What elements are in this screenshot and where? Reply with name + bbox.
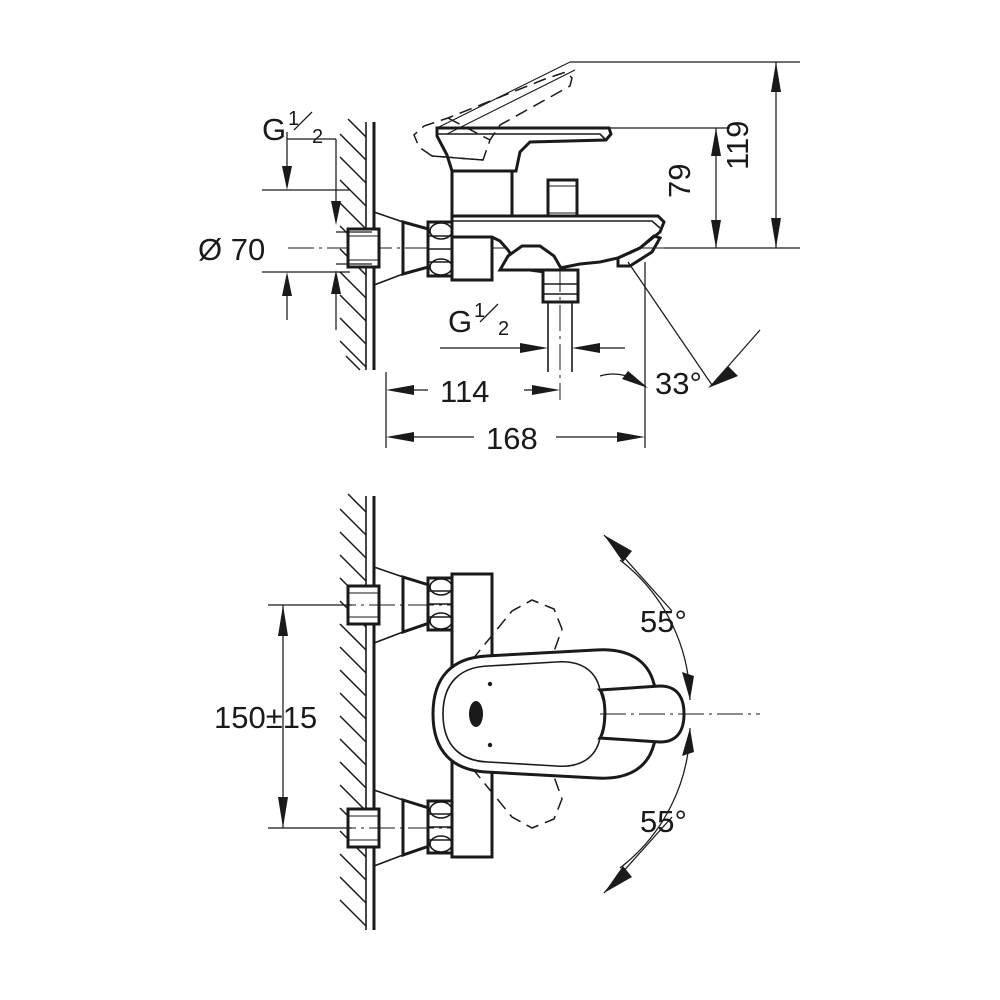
dim-g-half-upper: G 1 2 xyxy=(262,108,372,330)
dim-label-114: 114 xyxy=(440,374,489,409)
dim-label-33-degrees: 33° xyxy=(655,366,702,401)
dim-height-79: 79 xyxy=(608,127,730,248)
view-front-elevation: 150±15 55° 55° xyxy=(214,493,760,930)
dim-label-55-degrees-upper: 55° xyxy=(640,604,687,639)
dim-height-119: 119 xyxy=(570,61,800,249)
dim-label-diameter-70: Ø 70 xyxy=(198,232,265,267)
dim-label-55-degrees-lower: 55° xyxy=(640,804,687,839)
dim-label-79: 79 xyxy=(662,164,697,198)
dim-depth-168: 168 xyxy=(385,262,646,456)
wall-hatching-bottom xyxy=(339,493,367,927)
upper-connection-assembly xyxy=(330,566,470,644)
dim-label-g-half-upper-denominator: 2 xyxy=(312,126,323,148)
shower-outlet-top xyxy=(497,244,580,400)
wall-section-bottom xyxy=(339,493,376,930)
dim-angle-55-upper: 55° xyxy=(603,534,694,701)
dim-label-g-half-lower-letter: G xyxy=(448,304,472,339)
wall-hatching-top xyxy=(339,118,367,371)
dim-label-g-half-lower-numerator: 1 xyxy=(474,300,485,322)
dim-label-168: 168 xyxy=(486,421,538,456)
lever-handle-closed-top xyxy=(435,126,613,173)
dim-angle-33: 33° xyxy=(599,261,761,401)
cartridge-housing-top xyxy=(450,169,514,221)
dim-angle-55-lower: 55° xyxy=(603,727,694,894)
view-side-elevation: G 1 2 Ø 70 119 79 xyxy=(198,61,800,456)
lever-handle-front xyxy=(431,648,760,780)
diverter-knob-top xyxy=(546,178,579,218)
dim-label-g-half-upper-letter: G xyxy=(262,112,286,147)
dim-label-g-half-upper-numerator: 1 xyxy=(288,108,299,130)
union-nut-top xyxy=(426,220,456,278)
wall-connector-top xyxy=(346,227,381,269)
dim-escutcheon-diameter: Ø 70 xyxy=(198,232,265,267)
dim-label-150-plus-minus-15: 150±15 xyxy=(214,700,317,735)
dim-g-half-lower: G 1 2 xyxy=(440,300,625,353)
dim-depth-114: 114 xyxy=(385,372,560,409)
dim-label-g-half-lower-denominator: 2 xyxy=(498,318,509,340)
dim-centre-distance-150: 150±15 xyxy=(214,604,352,829)
lower-connection-assembly xyxy=(330,789,470,867)
dim-label-119: 119 xyxy=(720,121,755,170)
